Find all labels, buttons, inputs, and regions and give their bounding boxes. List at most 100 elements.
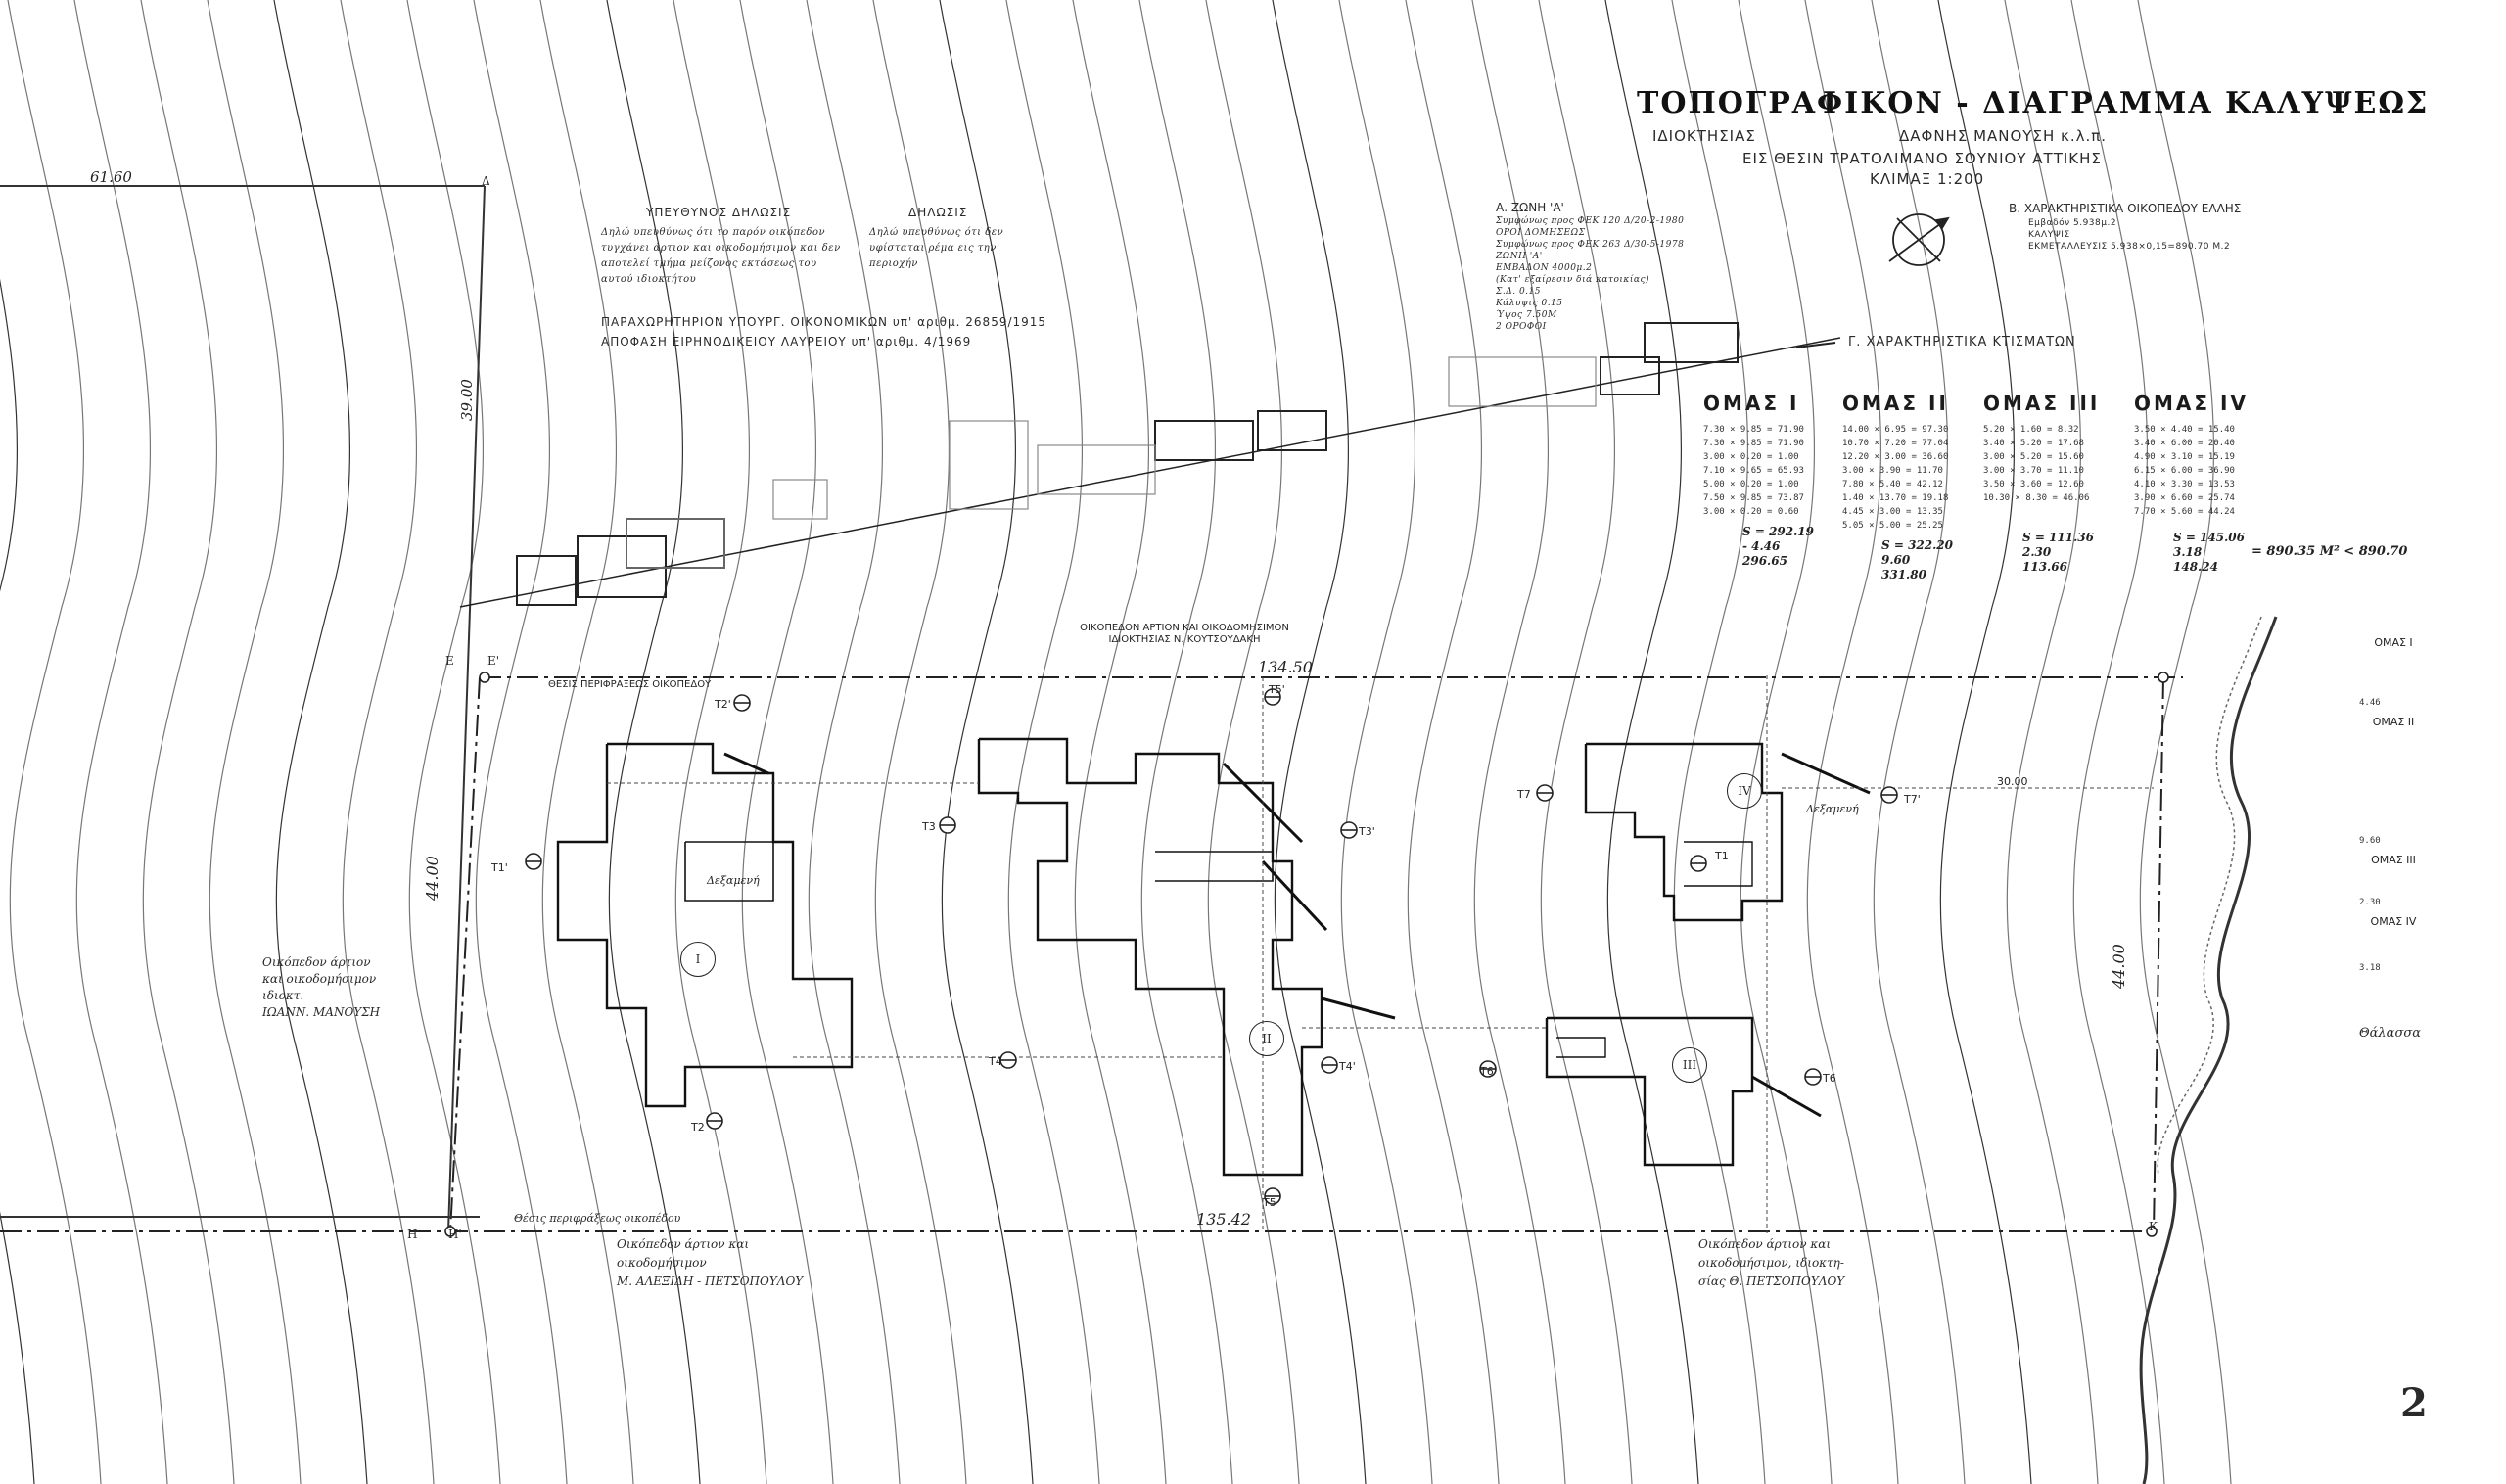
contour-line xyxy=(473,0,568,1484)
south-neighbor-line: Μ. ΑΛΕΞΙΔΗ - ΠΕΤΣΟΠΟΥΛΟΥ xyxy=(617,1275,804,1288)
zone-line: Συμφώνως προς ΦΕΚ 263 Δ/30-5-1978 xyxy=(1496,240,1685,250)
grand-total: = 890.35 Μ² < 890.70 xyxy=(2251,544,2408,559)
contour-lines xyxy=(0,0,2232,1484)
west-neighbor-line: ΙΩΑΝΝ. ΜΑΝΟΥΣΗ xyxy=(262,1005,381,1019)
group-II-rows: 14.00 × 6.95 = 97.30 10.70 × 7.20 = 77.0… xyxy=(1842,423,1989,533)
court-reference: ΑΠΟΦΑΣΗ ΕΙΡΗΝΟΔΙΚΕΙΟΥ ΛΑΥΡΕΙΟΥ υπ' αριθμ… xyxy=(601,335,972,348)
building-I-outline xyxy=(556,742,854,1108)
benchmark-t2: Τ2 xyxy=(691,1121,705,1134)
calc-row: 4.10 × 3.30 = 13.53 xyxy=(2134,480,2235,489)
contour-line xyxy=(1338,0,1433,1484)
western-parcel-line xyxy=(447,185,486,1232)
coastline xyxy=(2139,616,2278,1484)
benchmark-t2-prime: Τ2' xyxy=(715,698,731,711)
building-IV-label: ΙV xyxy=(1727,773,1762,809)
group-total-value: 113.66 xyxy=(2022,560,2067,574)
zone-line: Κάλυψις 0.15 xyxy=(1496,299,1563,308)
contour-line xyxy=(1405,0,1500,1484)
zone-line: ΕΜΒΑΔΟΝ 4000μ.2 xyxy=(1496,263,1593,273)
south-fence-label: Θέσις περιφράξεως οικοπέδου xyxy=(514,1212,681,1225)
calc-row: 3.40 × 6.00 = 20.40 xyxy=(2134,439,2235,448)
calc-row: 10.70 × 7.20 = 77.04 xyxy=(1842,439,1949,448)
contour-line xyxy=(1138,0,1233,1484)
zone-line: ΖΩΝΗ 'Α' xyxy=(1496,252,1543,261)
contour-line xyxy=(1804,0,1899,1484)
plot-characteristics-line: Εμβαδόν 5.938μ.2 xyxy=(2028,218,2117,228)
second-declaration-line: υφίσταται ρέμα εις την xyxy=(869,243,997,254)
side-group-II-total: 9.60 xyxy=(2359,836,2381,846)
section-house-1 xyxy=(516,555,577,606)
corner-label-h: Η xyxy=(407,1228,418,1241)
calc-row: 5.05 × 5.00 = 25.25 xyxy=(1842,521,1943,531)
group-II-heading: ΟΜΑΣ ΙΙ xyxy=(1842,392,1949,415)
sea-label: Θάλασσα xyxy=(2359,1026,2421,1041)
contour-line xyxy=(872,0,967,1484)
group-minus-value: 3.18 xyxy=(2173,545,2203,559)
calc-row: 3.00 × 3.90 = 11.70 xyxy=(1842,466,1943,476)
section-house-5 xyxy=(1644,322,1739,363)
contour-line xyxy=(340,0,435,1484)
zone-line: 2 ΟΡΟΦΟΙ xyxy=(1496,322,1547,332)
calc-row: 1.40 × 13.70 = 19.18 xyxy=(1842,493,1949,503)
contour-line xyxy=(2137,0,2232,1484)
group-I-rows: 7.30 × 9.85 = 71.90 7.30 × 9.85 = 71.90 … xyxy=(1703,423,1850,519)
calc-row: 3.00 × 0.20 = 0.60 xyxy=(1703,507,1799,517)
second-declaration-text: Δηλώ υπευθύνως ότι δεν υφίσταται ρέμα ει… xyxy=(869,225,1003,272)
group-total-value: 296.65 xyxy=(1742,554,1787,568)
group-sum-value: S = 111.36 xyxy=(2022,531,2095,544)
plot-characteristics-details: Εμβαδόν 5.938μ.2 ΚΑΛΥΨΙΣ ΕΚΜΕΤΑΛΛΕΥΣΙΣ 5… xyxy=(2028,217,2230,253)
calc-row: 7.30 × 9.85 = 71.90 xyxy=(1703,425,1804,435)
calc-row: 3.50 × 4.40 = 15.40 xyxy=(2134,425,2235,435)
benchmark-t4: Τ4 xyxy=(989,1055,1002,1068)
group-sum-value: S = 145.06 xyxy=(2173,531,2246,544)
benchmark-t7-prime: Τ7' xyxy=(1904,793,1921,806)
calc-row: 14.00 × 6.95 = 97.30 xyxy=(1842,425,1949,435)
owner-declaration-line: αυτού ιδιοκτήτου xyxy=(601,274,697,285)
calc-row: 10.30 × 8.30 = 46.06 xyxy=(1983,493,2090,503)
owner-declaration-line: Δηλώ υπευθύνως ότι το παρόν οικόπεδον xyxy=(601,227,826,238)
benchmark-t1-prime: Τ1' xyxy=(491,861,508,874)
calc-row: 3.40 × 5.20 = 17.68 xyxy=(1983,439,2084,448)
calc-row: 4.90 × 3.10 = 15.19 xyxy=(2134,452,2235,462)
plot-characteristics-heading: Β. ΧΑΡΑΚΤΗΡΙΣΤΙΚΑ ΟΙΚΟΠΕΔΟΥ ΕΛΛΗΣ xyxy=(2009,202,2242,215)
boundary-label: ΘΕΣΙΣ ΠΕΡΙΦΡΑΞΕΩΣ ΟΙΚΟΠΕΔΟΥ xyxy=(548,679,712,690)
zone-line: Ύψος 7.50Μ xyxy=(1496,310,1557,320)
corner-label-h-prime: Η' xyxy=(448,1228,462,1241)
benchmark-t7: Τ7 xyxy=(1517,788,1531,801)
side-group-IV-total: 3.18 xyxy=(2359,963,2381,973)
side-group-II-heading: ΟΜΑΣ ΙΙ xyxy=(2372,716,2415,728)
calc-row: 7.80 × 5.40 = 42.12 xyxy=(1842,480,1943,489)
second-declaration-line: περιοχήν xyxy=(869,258,918,269)
south-neighbor-line: σίας Θ. ΠΕΤΣΟΠΟΥΛΟΥ xyxy=(1698,1275,1845,1288)
group-II-table: ΟΜΑΣ ΙΙ 14.00 × 6.95 = 97.30 10.70 × 7.2… xyxy=(1842,392,1989,582)
section-house-4 xyxy=(1257,410,1327,451)
group-III-heading: ΟΜΑΣ ΙΙΙ xyxy=(1983,392,2101,415)
contour-line xyxy=(1005,0,1100,1484)
calc-row: 3.00 × 3.70 = 11.10 xyxy=(1983,466,2084,476)
benchmark-t4-prime: Τ4' xyxy=(1339,1060,1356,1073)
owner-declaration-line: αποτελεί τμήμα μείζονος εκτάσεως του xyxy=(601,258,817,269)
calc-row: 7.30 × 9.85 = 71.90 xyxy=(1703,439,1804,448)
group-III-table: ΟΜΑΣ ΙΙΙ 5.20 × 1.60 = 8.32 3.40 × 5.20 … xyxy=(1983,392,2130,575)
contour-line xyxy=(1072,0,1167,1484)
zone-details: Συμφώνως προς ΦΕΚ 120 Δ/20-2-1980 ΟΡΟΙ Δ… xyxy=(1496,215,1684,333)
west-boundary-line xyxy=(449,676,481,1232)
calc-row: 6.15 × 6.00 = 36.90 xyxy=(2134,466,2235,476)
zone-line: (Κατ' εξαίρεσιν διά κατοικίας) xyxy=(1496,275,1649,285)
side-group-tables: ΟΜΑΣ Ι 4.46 ΟΜΑΣ ΙΙ 9.60 ΟΜΑΣ ΙΙΙ 2.30 Ο… xyxy=(2320,636,2467,975)
west-neighbor-label: Οικόπεδον άρτιον και οικοδομήσιμον ιδιοκ… xyxy=(262,954,380,1021)
contour-line xyxy=(2070,0,2165,1484)
zone-line: Σ.Δ. 0.15 xyxy=(1496,287,1541,297)
owner-declaration-heading: ΥΠΕΥΘΥΝΟΣ ΔΗΛΩΣΙΣ xyxy=(646,206,792,219)
south-neighbor-line: οικοδομήσιμον xyxy=(617,1256,707,1270)
calc-row: 7.70 × 5.60 = 44.24 xyxy=(2134,507,2235,517)
group-total-value: 148.24 xyxy=(2173,560,2218,574)
side-group-IV-heading: ΟΜΑΣ ΙV xyxy=(2370,915,2417,928)
corner-label-k: Κ xyxy=(2149,1220,2158,1233)
contour-line xyxy=(1871,0,1966,1484)
calc-row: 3.00 × 0.20 = 1.00 xyxy=(1703,452,1799,462)
building-II-label: ΙΙ xyxy=(1249,1021,1284,1056)
group-II-sum: S = 322.20 9.60 331.80 xyxy=(1842,538,1989,582)
contour-line xyxy=(73,0,168,1484)
south-neighbor-line: Οικόπεδον άρτιον και xyxy=(617,1237,750,1251)
